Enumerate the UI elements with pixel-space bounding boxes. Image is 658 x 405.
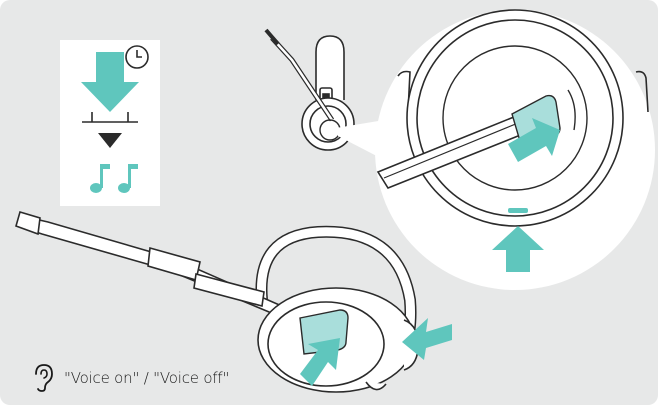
- button-slot: [508, 208, 528, 213]
- voice-caption: "Voice on" / "Voice off": [32, 362, 229, 394]
- ear-icon: [32, 362, 56, 394]
- zoom-detail: [375, 10, 655, 290]
- press-hold-legend: [60, 40, 160, 206]
- clock-icon: [126, 46, 148, 68]
- caption-text: "Voice on" / "Voice off": [64, 369, 229, 387]
